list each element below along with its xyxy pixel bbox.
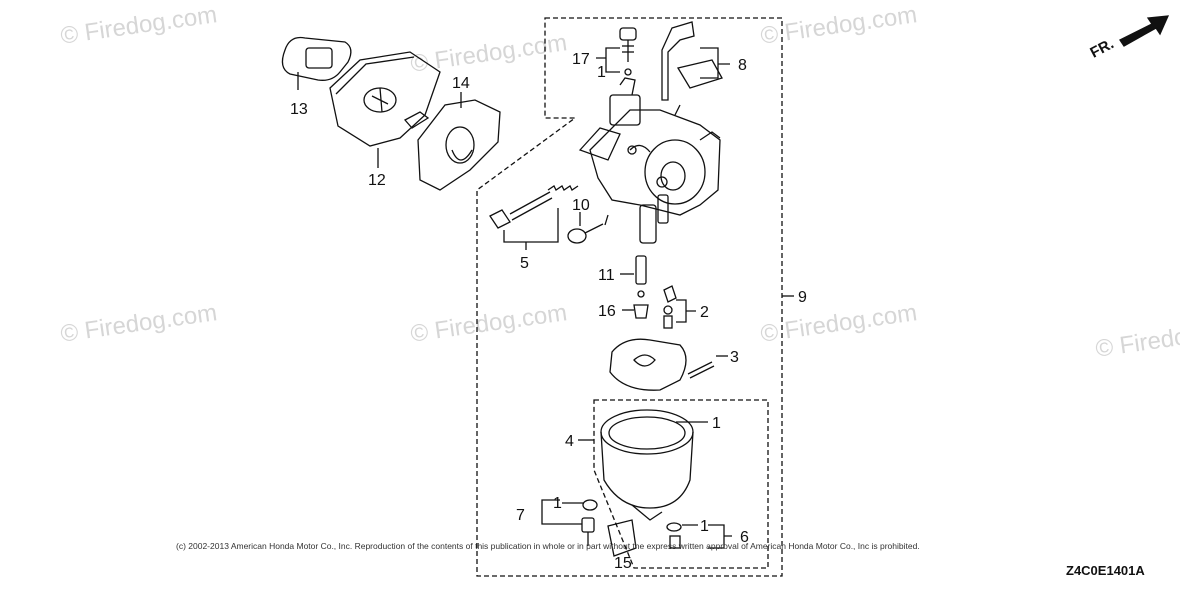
leader-7 (541, 499, 582, 525)
callout-2: 2 (700, 304, 709, 321)
callout-13: 13 (290, 101, 308, 118)
main-jet-16 (633, 304, 649, 319)
callout-12: 12 (368, 172, 386, 189)
diagram-code: Z4C0E1401A (1066, 563, 1145, 578)
callout-4: 4 (565, 433, 574, 450)
pilot-screw-5 (489, 185, 579, 229)
callout-9: 9 (798, 289, 807, 306)
filter-15 (607, 519, 637, 557)
screw-2 (663, 285, 677, 329)
lever-8 (661, 21, 723, 101)
callout-14: 14 (452, 75, 470, 92)
float-chamber-4 (600, 409, 694, 521)
bolt-7 (581, 499, 598, 546)
callout-17: 17 (572, 51, 590, 68)
screw-6 (666, 522, 682, 549)
nozzle-11 (635, 255, 647, 298)
callout-1: 1 (553, 495, 562, 512)
leader-6 (682, 524, 732, 549)
leader-5 (503, 208, 559, 250)
callout-16: 16 (598, 303, 616, 320)
callout-11: 11 (598, 267, 615, 284)
callout-5: 5 (520, 255, 529, 272)
leader-10-b (604, 214, 609, 226)
copyright-notice: (c) 2002-2013 American Honda Motor Co., … (176, 541, 920, 551)
float-3 (609, 338, 715, 391)
leader-2 (676, 299, 696, 323)
leader-8 (700, 47, 730, 79)
callout-6: 6 (740, 529, 749, 546)
leader-17 (596, 47, 620, 73)
callout-7: 7 (516, 507, 525, 524)
callout-3: 3 (730, 349, 739, 366)
screw-10 (567, 223, 604, 244)
insulator-12 (329, 51, 441, 147)
callout-1: 1 (700, 518, 709, 535)
callout-1: 1 (712, 415, 721, 432)
callout-8: 8 (738, 57, 747, 74)
float-chamber-frame (593, 399, 769, 569)
carburetor-body (578, 77, 721, 244)
callout-10: 10 (572, 197, 590, 214)
callout-15: 15 (614, 555, 632, 572)
fr-arrow (1119, 15, 1170, 47)
callout-1: 1 (597, 64, 606, 81)
gasket-13 (281, 36, 352, 81)
gasket-14 (417, 99, 501, 191)
assembly-frame (476, 17, 783, 577)
screw-17 (619, 27, 637, 76)
